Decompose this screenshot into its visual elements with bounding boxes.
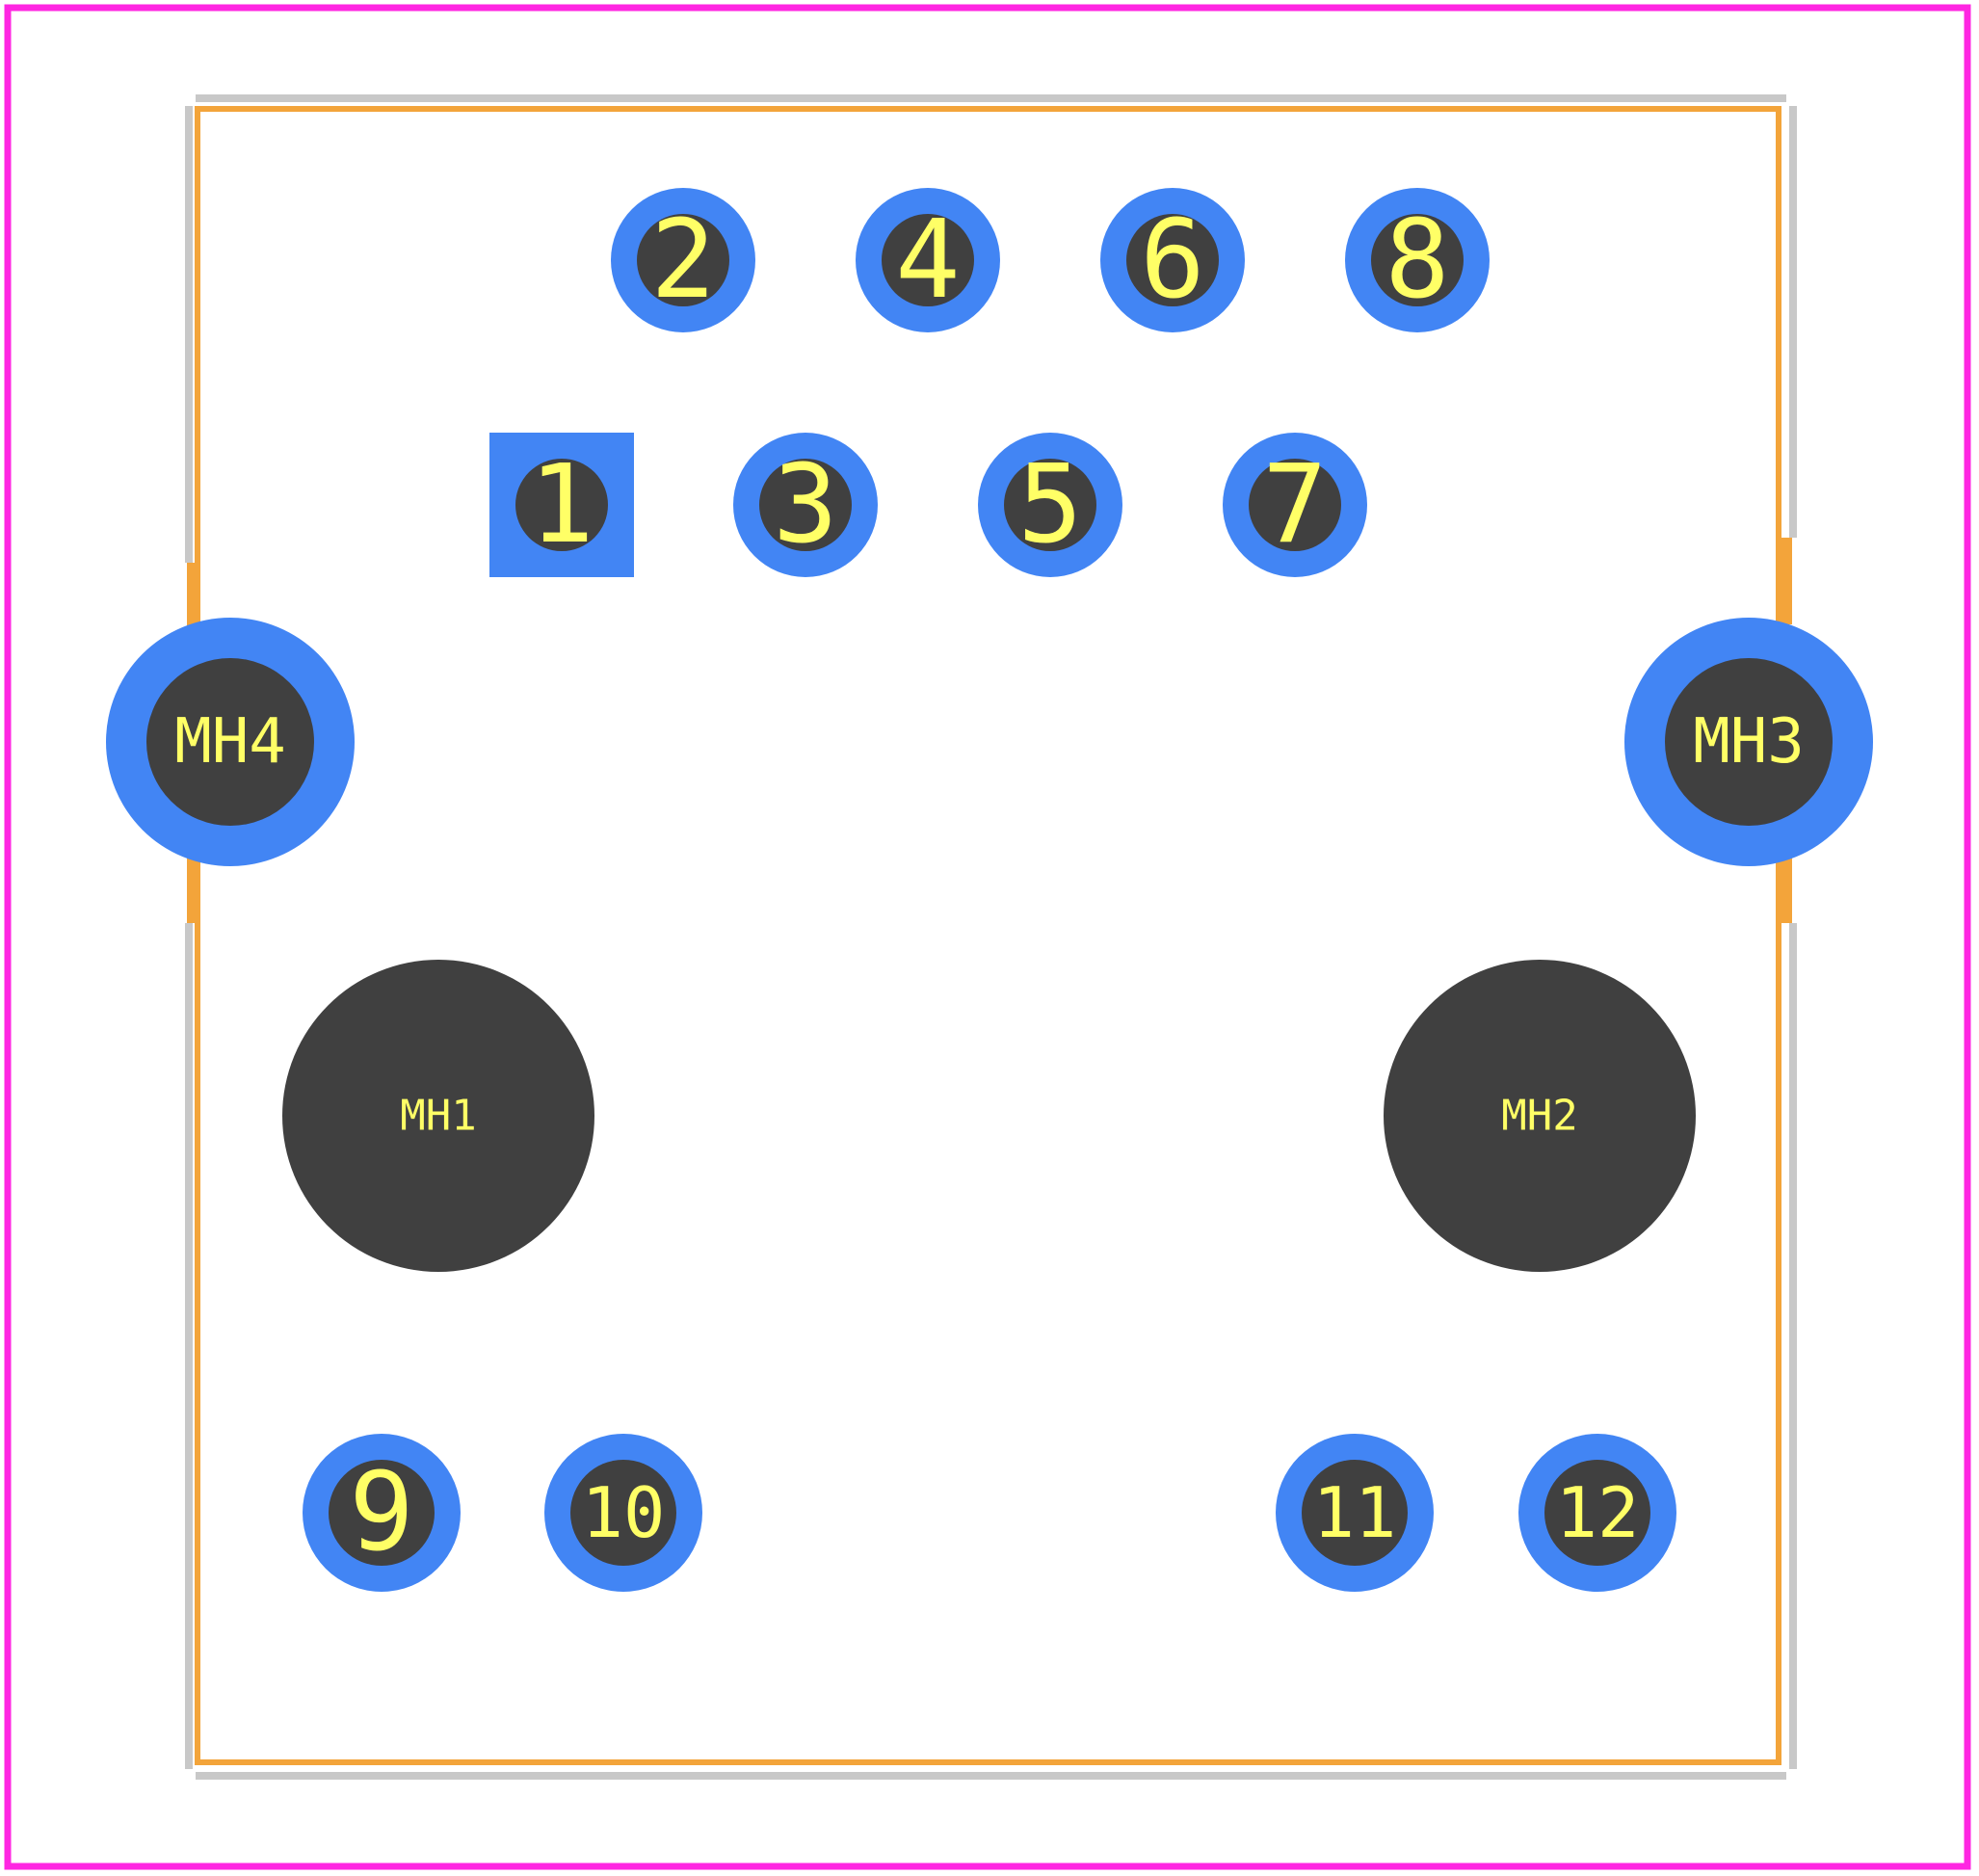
silkscreen-outline bbox=[185, 94, 1797, 1780]
pad-drill bbox=[1302, 1460, 1408, 1566]
pad-drill bbox=[1004, 459, 1096, 551]
mounting-hole-label: MH4 bbox=[174, 706, 286, 778]
pad-2: 2 bbox=[611, 188, 755, 332]
pad-label: 2 bbox=[650, 198, 715, 323]
pad-10: 10 bbox=[544, 1434, 702, 1592]
pad-drill bbox=[329, 1460, 435, 1566]
pad-label: 12 bbox=[1556, 1472, 1640, 1553]
pad-11: 11 bbox=[1276, 1434, 1434, 1592]
pad-label: 10 bbox=[582, 1472, 666, 1553]
pad-9: 9 bbox=[303, 1434, 461, 1592]
pad-label: 8 bbox=[1385, 198, 1449, 323]
pad-drill bbox=[759, 459, 852, 551]
pad-label: 6 bbox=[1140, 198, 1204, 323]
mounting-hole-drill bbox=[1665, 658, 1833, 826]
pad-label: 9 bbox=[349, 1450, 413, 1575]
pad-5: 5 bbox=[978, 433, 1122, 577]
pad-6: 6 bbox=[1100, 188, 1245, 332]
pad-1: 1 bbox=[489, 433, 634, 577]
mounting-hole-mh1: MH1 bbox=[282, 960, 594, 1272]
pad-label: 3 bbox=[773, 442, 837, 568]
pad-4: 4 bbox=[856, 188, 1000, 332]
mounting-hole-mh4: MH4 bbox=[106, 618, 355, 866]
pad-drill bbox=[1126, 214, 1219, 306]
pad-3: 3 bbox=[733, 433, 878, 577]
mounting-hole-drill bbox=[1384, 960, 1696, 1272]
pad-label: 11 bbox=[1313, 1472, 1397, 1553]
pad-7: 7 bbox=[1223, 433, 1367, 577]
courtyard-boundary bbox=[4, 4, 1971, 1870]
pad-drill bbox=[882, 214, 974, 306]
mounting-hole-mh3: MH3 bbox=[1624, 618, 1873, 866]
mounting-hole-label: MH3 bbox=[1693, 706, 1805, 778]
mounting-hole-label: MH1 bbox=[400, 1092, 476, 1141]
mounting-hole-drill bbox=[146, 658, 314, 826]
mounting-hole-drill bbox=[282, 960, 594, 1272]
pad-drill bbox=[1249, 459, 1341, 551]
pad-drill bbox=[1544, 1460, 1650, 1566]
pad-drill bbox=[515, 459, 608, 551]
silkscreen-body-outline bbox=[195, 106, 1781, 1765]
mounting-hole-mh2: MH2 bbox=[1384, 960, 1696, 1272]
pad-label: 5 bbox=[1017, 442, 1082, 568]
pad-12: 12 bbox=[1518, 1434, 1676, 1592]
pad-label: 1 bbox=[529, 442, 594, 568]
pad-label: 4 bbox=[895, 198, 960, 323]
pad-label: 7 bbox=[1262, 442, 1327, 568]
mounting-hole-label: MH2 bbox=[1501, 1092, 1577, 1141]
mounting-holes-layer: MH1 MH2 MH3 MH4 bbox=[106, 618, 1873, 1272]
pad-drill bbox=[637, 214, 729, 306]
pad-8: 8 bbox=[1345, 188, 1490, 332]
pad-drill bbox=[1371, 214, 1464, 306]
pad-drill bbox=[570, 1460, 676, 1566]
